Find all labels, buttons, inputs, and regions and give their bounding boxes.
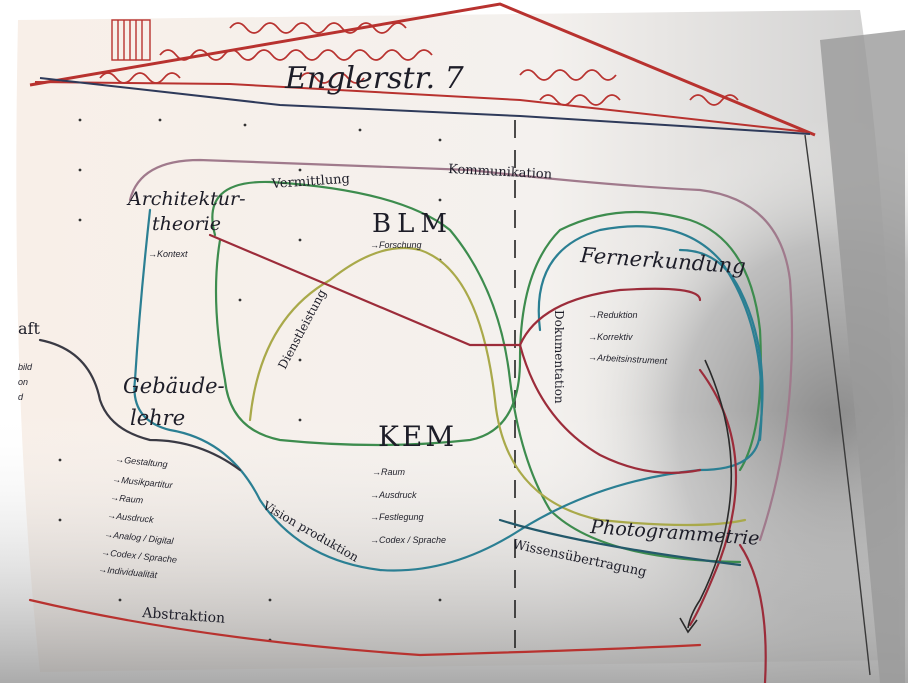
kem-item-3: →Festlegung [370,512,424,522]
kem-label: KEM [378,420,457,453]
curve-teal-main [133,208,764,572]
kem-item-2: →Ausdruck [370,490,417,500]
paper-shadow-bottom [0,410,908,683]
kem-item-1: →Raum [372,467,406,477]
architekturtheorie-sub: →Kontext [148,249,188,259]
label-vermittlung: Vermittlung [270,172,350,192]
blm-label: BLM [372,209,453,239]
architekturtheorie-line1: Architektur- [126,188,246,210]
curve-dienstleistung [248,246,747,527]
architekturtheorie-line2: theorie [152,213,221,235]
gebaeudelehre-line2: lehre [130,406,185,430]
chimney [111,19,151,61]
left-edge-fragments: aft bild on d [18,319,40,402]
curve-teal-inner [537,225,763,442]
curve-wissensuebertragung [498,518,742,567]
fernerkundung-item-1: →Reduktion [588,310,638,320]
node-architekturtheorie: Architektur- theorie →Kontext [126,188,246,259]
roof-outline-inner [34,81,809,133]
curve-vermittlung [211,180,742,564]
connection-curves [28,158,794,683]
node-blm: BLM →Forschung [370,209,453,250]
fernerkundung-item-2: →Korrektiv [588,332,633,342]
curve-kommunikation [128,158,794,542]
gebaeudelehre-item-4: →Ausdruck [107,510,155,525]
label-dokumentation: Dokumentation [552,310,566,404]
label-kommunikation: Kommunikation [448,162,553,182]
roof-outline [29,2,816,137]
wall-right [804,134,871,676]
kem-item-4: →Codex / Sprache [370,535,446,545]
gebaeudelehre-line1: Gebäude- [123,374,225,398]
page-edge-right [820,30,905,683]
left-d: d [18,392,24,402]
eave-line [39,77,811,135]
curve-green-left [214,210,762,472]
curve-abstraktion [28,598,702,657]
curve-darkred-tail [738,543,767,683]
arrow-icon [679,359,733,634]
left-bild: bild [18,362,33,372]
node-kem: KEM →Raum →Ausdruck →Festlegung →Codex /… [370,420,457,545]
title: Englerstr. 7 [284,61,465,96]
left-aft: aft [18,319,40,338]
label-abstraktion: Abstraktion [141,605,226,627]
gebaeudelehre-item-3: →Raum [110,492,144,505]
left-on: on [18,377,28,387]
curve-left-swirl [38,338,242,472]
blm-sub: →Forschung [370,240,422,250]
roof-waves [99,22,739,106]
fernerkundung-item-3: →Arbeitsinstrument [588,352,668,366]
